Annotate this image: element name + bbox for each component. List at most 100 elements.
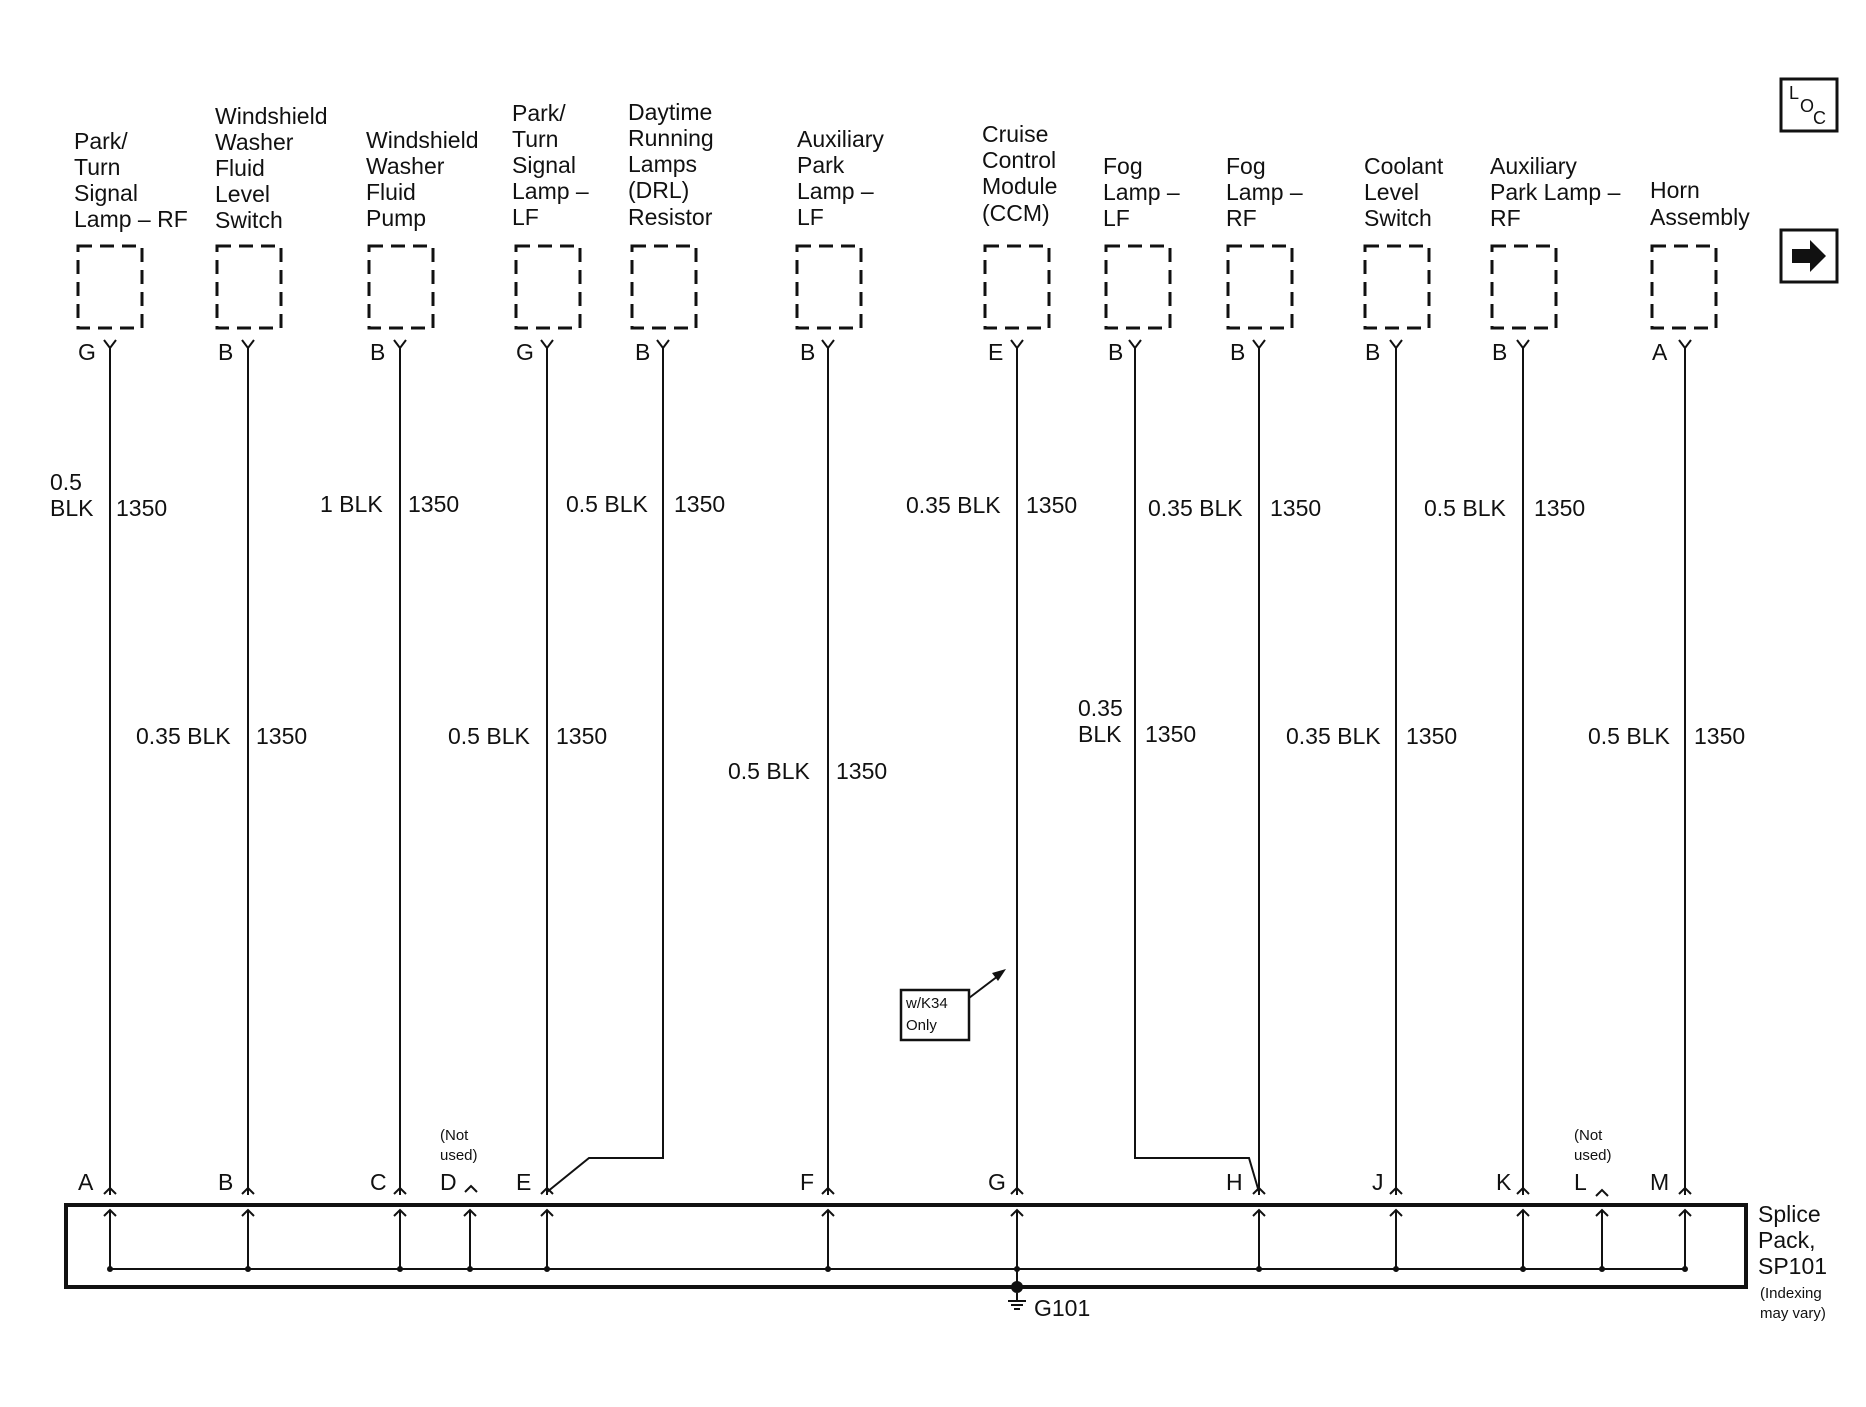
splice-entry-arrow [540,1186,554,1195]
component-box [514,244,582,330]
connector-mark [540,339,554,350]
connector-pin: B [370,339,385,365]
component-label-line: Washer [366,153,445,179]
component-label-line: Switch [215,207,283,233]
connector-pin: B [1365,339,1380,365]
connector-pin: B [1108,339,1123,365]
connector-pin: A [1652,339,1668,365]
connector-mark [1128,339,1142,350]
component-label-line: LF [797,204,824,230]
loc-letter-c: C [1813,108,1826,128]
ground-symbol [1008,1281,1026,1310]
wire-size-color: BLK [1078,721,1122,747]
component-label-line: Fluid [366,179,416,205]
component-box [1363,244,1431,330]
loc-letter-o: O [1800,96,1814,116]
circuit-number: 1350 [116,495,167,521]
component-label-line: Lamp – [797,178,874,204]
wire-size-color: 0.35 BLK [136,723,231,749]
component-label-line: Lamp – RF [74,206,188,232]
splice-pin: F [800,1169,814,1195]
component-label-line: Washer [215,129,294,155]
wire-size-color: 1 BLK [320,491,383,517]
component-box [1226,244,1294,330]
component-box [76,244,144,330]
component-label-line: Coolant [1364,153,1444,179]
component-label-line: Windshield [366,127,479,153]
connector-mark [1678,339,1692,350]
component-label-line: Signal [74,180,138,206]
splice-label: Splice Pack, SP101 (Indexing may vary) [1758,1201,1827,1322]
component-box [1104,244,1172,330]
component-label-line: Auxiliary [797,126,884,152]
wire-size-color: 0.5 BLK [448,723,530,749]
component-label-line: Auxiliary [1490,153,1577,179]
wire-size-color: 0.35 BLK [906,492,1001,518]
splice-entry-arrow [1389,1186,1403,1195]
component-label-line: Module [982,173,1057,199]
arrow-right-icon[interactable] [1779,228,1839,284]
component-label-line: Pump [366,205,426,231]
splice-pin: K [1496,1169,1512,1195]
circuit-number: 1350 [1534,495,1585,521]
wire-size-color: 0.5 BLK [566,491,648,517]
connector-mark [1252,339,1266,350]
circuit-number: 1350 [256,723,307,749]
option-note: w/K34 Only [899,969,1006,1042]
wire-size-color: 0.5 BLK [1588,723,1670,749]
component-label-line: Fluid [215,155,265,181]
connector-pin: B [218,339,233,365]
splice-entry-arrow [1252,1186,1266,1195]
splice-entry-arrow [1516,1186,1530,1195]
component-label-line: LF [512,204,539,230]
component-label-line: Lamp – [1103,179,1180,205]
wire-size-color: BLK [50,495,94,521]
loc-icon[interactable]: L O C [1779,77,1839,133]
not-used-l-line-2: used) [1574,1147,1612,1164]
component-label-line: (DRL) [628,177,689,203]
component-label-line: Cruise [982,121,1048,147]
component-label-line: Lamp – [512,178,589,204]
component-label-line: Horn [1650,177,1700,203]
component-label-line: Level [1364,179,1419,205]
splice-label-line-1: Splice [1758,1201,1821,1227]
connector-mark [1516,339,1530,350]
circuit-number: 1350 [674,491,725,517]
circuit-number: 1350 [1694,723,1745,749]
splice-label-line-3: SP101 [1758,1253,1827,1279]
splice-entry-arrow [821,1186,835,1195]
component-label-line: Switch [1364,205,1432,231]
splice-pin: C [370,1169,387,1195]
wire-size-color: 0.5 BLK [728,758,810,784]
splice-pack-box [64,1203,1748,1289]
not-used-l: (Not used) L [1574,1127,1612,1197]
connector-mark [1389,339,1403,350]
circuit-number: 1350 [408,491,459,517]
connector-pin: E [988,339,1003,365]
splice-pin: M [1650,1169,1669,1195]
wire-drl-jog [546,348,664,1193]
option-note-line-2: Only [906,1017,937,1034]
component-label-line: RF [1226,205,1257,231]
connector-pin: G [78,339,96,365]
connector-pin: B [1492,339,1507,365]
component-box [630,244,698,330]
wire-size-color: 0.5 [50,469,82,495]
connector-pin: B [800,339,815,365]
component-label-line: Turn [74,154,120,180]
wire-size-color: 0.35 BLK [1148,495,1243,521]
component-label-line: (CCM) [982,200,1050,226]
